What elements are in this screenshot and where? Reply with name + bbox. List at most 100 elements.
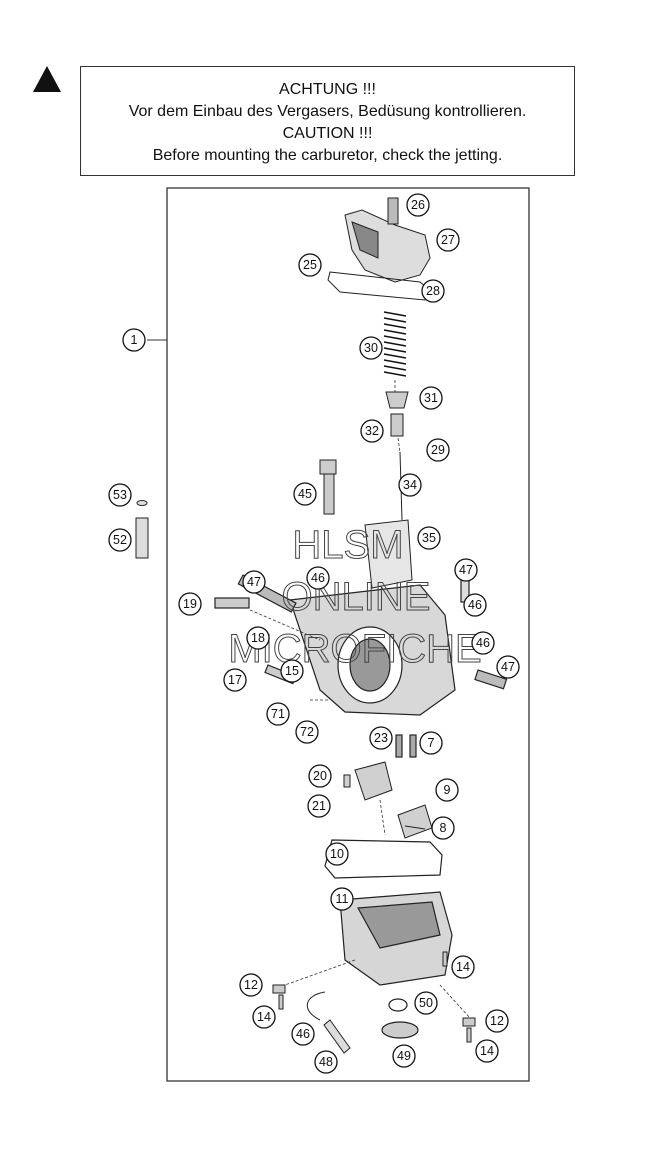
callout-label: 34 bbox=[403, 478, 417, 492]
callout-47-left: 47 bbox=[242, 570, 266, 594]
watermark-line-1: HLSM bbox=[292, 523, 403, 567]
callout-label: 14 bbox=[480, 1044, 494, 1058]
callout-29: 29 bbox=[426, 438, 450, 462]
callout-label: 21 bbox=[312, 799, 326, 813]
callout-28: 28 bbox=[421, 279, 445, 303]
callout-35: 35 bbox=[417, 526, 441, 550]
callout-label: 18 bbox=[251, 631, 265, 645]
watermark-line-2: ONLINE bbox=[282, 575, 431, 619]
caution-notice: ACHTUNG !!! Vor dem Einbau des Vergasers… bbox=[80, 66, 575, 176]
callout-label: 32 bbox=[365, 424, 379, 438]
callout-label: 1 bbox=[131, 333, 138, 347]
callout-label: 12 bbox=[490, 1014, 504, 1028]
assembly-frame bbox=[166, 187, 530, 1082]
callout-label: 10 bbox=[330, 847, 344, 861]
float-bowl bbox=[339, 891, 453, 1039]
callout-46-bottom: 46 bbox=[291, 1022, 315, 1046]
top-cover bbox=[327, 197, 433, 301]
callout-45: 45 bbox=[293, 482, 317, 506]
callout-label: 35 bbox=[422, 531, 436, 545]
callout-47-right: 47 bbox=[454, 558, 478, 582]
callout-1: 1 bbox=[122, 328, 146, 352]
callout-49: 49 bbox=[392, 1044, 416, 1068]
callout-19: 19 bbox=[178, 592, 202, 616]
callout-17: 17 bbox=[223, 668, 247, 692]
callout-label: 23 bbox=[374, 731, 388, 745]
callout-14-bottom: 14 bbox=[475, 1039, 499, 1063]
callout-25: 25 bbox=[298, 253, 322, 277]
callout-label: 46 bbox=[296, 1027, 310, 1041]
callout-label: 50 bbox=[419, 996, 433, 1010]
callout-label: 47 bbox=[459, 563, 473, 577]
callout-11: 11 bbox=[330, 887, 354, 911]
callout-46-left: 46 bbox=[306, 566, 330, 590]
bowl-screws bbox=[272, 951, 476, 1043]
callout-label: 12 bbox=[244, 978, 258, 992]
callout-label: 27 bbox=[441, 233, 455, 247]
adjust-screw bbox=[319, 459, 337, 515]
callout-label: 29 bbox=[431, 443, 445, 457]
callout-label: 20 bbox=[313, 769, 327, 783]
float-bowl-gasket bbox=[324, 839, 443, 879]
callout-50: 50 bbox=[414, 991, 438, 1015]
callout-label: 14 bbox=[456, 960, 470, 974]
callout-71: 71 bbox=[266, 702, 290, 726]
callout-48: 48 bbox=[314, 1050, 338, 1074]
callout-label: 8 bbox=[440, 821, 447, 835]
callout-label: 11 bbox=[336, 892, 349, 906]
callout-label: 46 bbox=[311, 571, 325, 585]
callout-10: 10 bbox=[325, 842, 349, 866]
drain-hose bbox=[307, 991, 351, 1054]
needle-parts bbox=[385, 391, 409, 521]
callout-9: 9 bbox=[435, 778, 459, 802]
callout-8: 8 bbox=[431, 816, 455, 840]
callout-label: 48 bbox=[319, 1055, 333, 1069]
callout-label: 14 bbox=[257, 1010, 271, 1024]
callout-label: 26 bbox=[411, 198, 425, 212]
callout-label: 49 bbox=[397, 1049, 411, 1063]
callout-14-right: 14 bbox=[451, 955, 475, 979]
callout-label: 72 bbox=[300, 725, 314, 739]
notice-line-3: CAUTION !!! bbox=[282, 125, 373, 142]
warning-triangle-icon bbox=[33, 66, 61, 92]
callout-31: 31 bbox=[419, 386, 443, 410]
callout-46-right: 46 bbox=[463, 593, 487, 617]
spring bbox=[383, 311, 407, 377]
callout-15: 15 bbox=[280, 659, 304, 683]
callout-label: 25 bbox=[303, 258, 317, 272]
callout-14-left: 14 bbox=[252, 1005, 276, 1029]
callout-label: 45 bbox=[298, 487, 312, 501]
callout-label: 46 bbox=[468, 598, 482, 612]
callout-label: 17 bbox=[228, 673, 242, 687]
callout-34: 34 bbox=[398, 473, 422, 497]
callout-label: 7 bbox=[428, 736, 435, 750]
watermark-line-3: MICROFICHE bbox=[228, 627, 481, 671]
callout-label: 47 bbox=[501, 660, 515, 674]
float-assembly bbox=[343, 761, 433, 839]
callout-label: 19 bbox=[183, 597, 197, 611]
throttle-slide bbox=[364, 519, 413, 589]
callout-label: 31 bbox=[424, 391, 438, 405]
notice-line-4: Before mounting the carburetor, check th… bbox=[152, 147, 503, 164]
callout-label: 47 bbox=[247, 575, 261, 589]
callout-72: 72 bbox=[295, 720, 319, 744]
notice-line-1: ACHTUNG !!! bbox=[279, 81, 376, 98]
callout-label: 53 bbox=[113, 488, 127, 502]
leader-lines bbox=[249, 380, 471, 1019]
callout-26: 26 bbox=[406, 193, 430, 217]
callout-47-lower: 47 bbox=[496, 655, 520, 679]
callout-21: 21 bbox=[307, 794, 331, 818]
callout-18: 18 bbox=[246, 626, 270, 650]
callout-label: 46 bbox=[476, 636, 490, 650]
callout-label: 28 bbox=[426, 284, 440, 298]
callout-label: 52 bbox=[113, 533, 127, 547]
callout-20: 20 bbox=[308, 764, 332, 788]
callout-12-left: 12 bbox=[239, 973, 263, 997]
callout-52: 52 bbox=[108, 528, 132, 552]
callout-23: 23 bbox=[369, 726, 393, 750]
notice-line-2: Vor dem Einbau des Vergasers, Bedüsung k… bbox=[128, 103, 527, 120]
callout-label: 30 bbox=[364, 341, 378, 355]
tube-part bbox=[135, 500, 149, 559]
callout-7: 7 bbox=[419, 731, 443, 755]
